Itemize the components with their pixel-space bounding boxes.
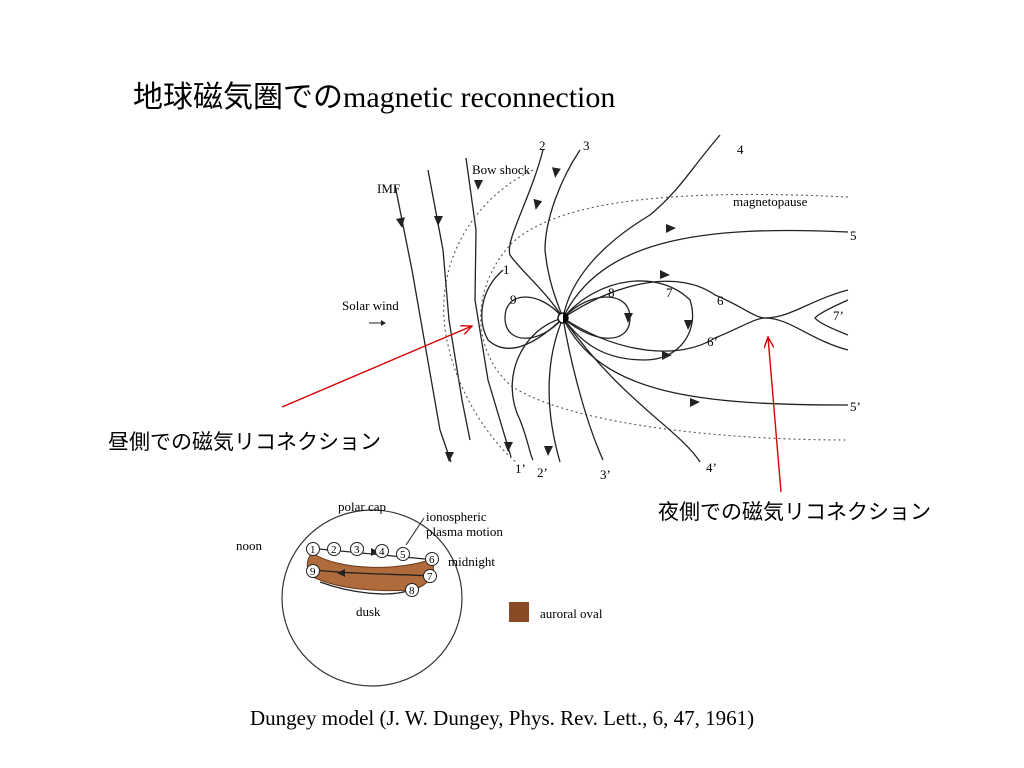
dusk-label: dusk [356, 604, 381, 619]
ionospheric-label-1: ionospheric [426, 509, 487, 524]
line-number-4: 4 [737, 142, 744, 157]
line-number-1: 1 [503, 262, 510, 277]
line-number-5: 5 [850, 228, 857, 243]
circle-number-7: 7 [427, 571, 433, 583]
noon-label: noon [236, 538, 263, 553]
magnetosphere-figure: IMF Bow shock Solar wind magnetopause 1 … [342, 134, 861, 482]
bow-shock [443, 169, 534, 463]
polar-cap-label: polar cap [338, 499, 386, 514]
magnetopause-label: magnetopause [733, 194, 808, 209]
midnight-label: midnight [448, 554, 495, 569]
slide-title: 地球磁気圏でのmagnetic reconnection [133, 81, 616, 114]
dayside-caption: 昼側での磁気リコネクション [108, 430, 381, 454]
line-number-9: 9 [510, 292, 517, 307]
circle-number-4: 4 [379, 546, 385, 558]
circle-number-8: 8 [409, 585, 415, 597]
line-number-4p: 4’ [706, 460, 717, 475]
circle-number-2: 2 [331, 544, 337, 556]
circle-number-5: 5 [400, 549, 406, 561]
line-number-5p: 5’ [850, 399, 861, 414]
line-number-1p: 1’ [515, 461, 526, 476]
auroral-oval-swatch [509, 602, 529, 622]
imf-label: IMF [377, 181, 400, 196]
line-number-2: 2 [539, 138, 546, 153]
circle-number-3: 3 [354, 544, 360, 556]
dayside-pointer-arrow [281, 326, 472, 408]
line-number-7: 7 [666, 285, 673, 300]
polar-circle-numbers: 1 2 3 4 5 6 7 8 9 [306, 542, 439, 597]
bow-shock-label: Bow shock [472, 162, 531, 177]
auroral-oval-legend-label: auroral oval [540, 606, 603, 621]
circle-number-1: 1 [310, 544, 316, 556]
imf-field-lines [394, 157, 513, 463]
polar-figure: 1 2 3 4 5 6 7 8 9 polar cap ionospheric … [236, 499, 603, 687]
earth-nightside [563, 313, 568, 323]
dipole-field-lines [504, 280, 694, 361]
solar-wind-arrow [369, 320, 386, 326]
tail-field-lines [562, 224, 849, 463]
line-number-2p: 2’ [537, 465, 548, 480]
nightside-caption: 夜側での磁気リコネクション [658, 500, 931, 524]
ionospheric-label-2: plasma motion [426, 524, 503, 539]
circle-number-9: 9 [310, 566, 316, 578]
line-number-6: 6 [717, 293, 724, 308]
citation: Dungey model (J. W. Dungey, Phys. Rev. L… [250, 706, 755, 730]
solar-wind-label: Solar wind [342, 298, 399, 313]
line-number-8: 8 [608, 285, 615, 300]
line-number-7p: 7’ [833, 308, 844, 323]
circle-number-6: 6 [429, 554, 435, 566]
magnetopause [480, 193, 849, 441]
line-number-6p: 6’ [707, 334, 718, 349]
dayside-field-lines [481, 134, 721, 463]
polar-cap-circle [281, 509, 463, 687]
line-number-3p: 3’ [600, 467, 611, 482]
nightside-pointer-arrow [768, 337, 782, 493]
line-number-3: 3 [583, 138, 590, 153]
